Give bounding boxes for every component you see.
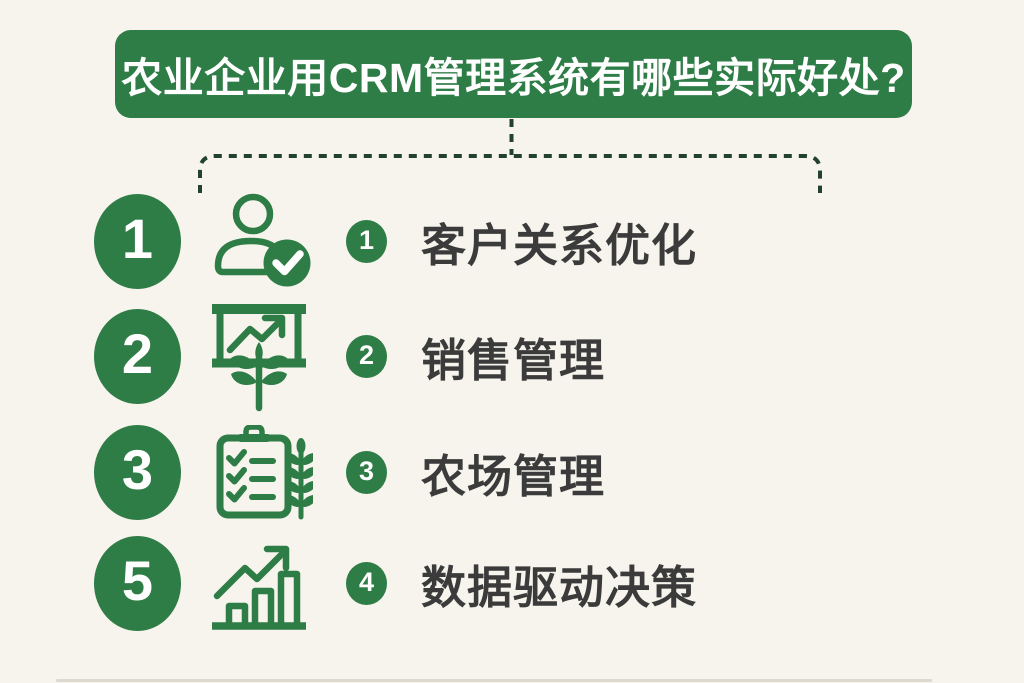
benefit-label-3: 农场管理 [421,450,606,502]
page-title: 农业企业用CRM管理系统有哪些实际好处? [121,55,906,101]
badge-number: 3 [358,455,375,486]
number-circle-4: 5 [94,535,181,631]
number-circle-2: 2 [94,308,181,404]
bottom-edge-line [56,679,932,682]
benefit-row-4: 5 4 数据驱动决策 [94,528,697,638]
benefit-label-2: 销售管理 [421,334,606,386]
benefit-row-2: 2 [94,300,606,412]
bar-chart-arrow-icon [206,527,312,639]
benefit-row-1: 1 1 客户关系优化 [94,186,697,296]
circle-number: 5 [121,549,154,612]
header-banner: 农业企业用CRM管理系统有哪些实际好处? [115,30,912,118]
number-circle-1: 1 [94,193,181,289]
benefit-label-1: 客户关系优化 [421,219,698,271]
circle-number: 1 [121,207,154,270]
badge-number: 2 [358,339,375,370]
number-badge-1: 1 [346,219,387,263]
number-badge-3: 3 [346,450,387,494]
number-badge-4: 4 [346,561,387,605]
benefit-label-4: 数据驱动决策 [421,561,698,613]
badge-number: 1 [358,224,375,255]
circle-number: 2 [121,322,154,385]
benefit-row-3: 3 3 农场管理 [94,417,605,527]
board-growth-icon [206,300,312,412]
number-badge-2: 2 [346,334,387,378]
clipboard-wheat-icon [210,416,316,528]
badge-number: 4 [358,566,375,597]
number-circle-3: 3 [94,424,181,520]
person-check-icon [206,185,312,297]
circle-number: 3 [121,438,154,501]
